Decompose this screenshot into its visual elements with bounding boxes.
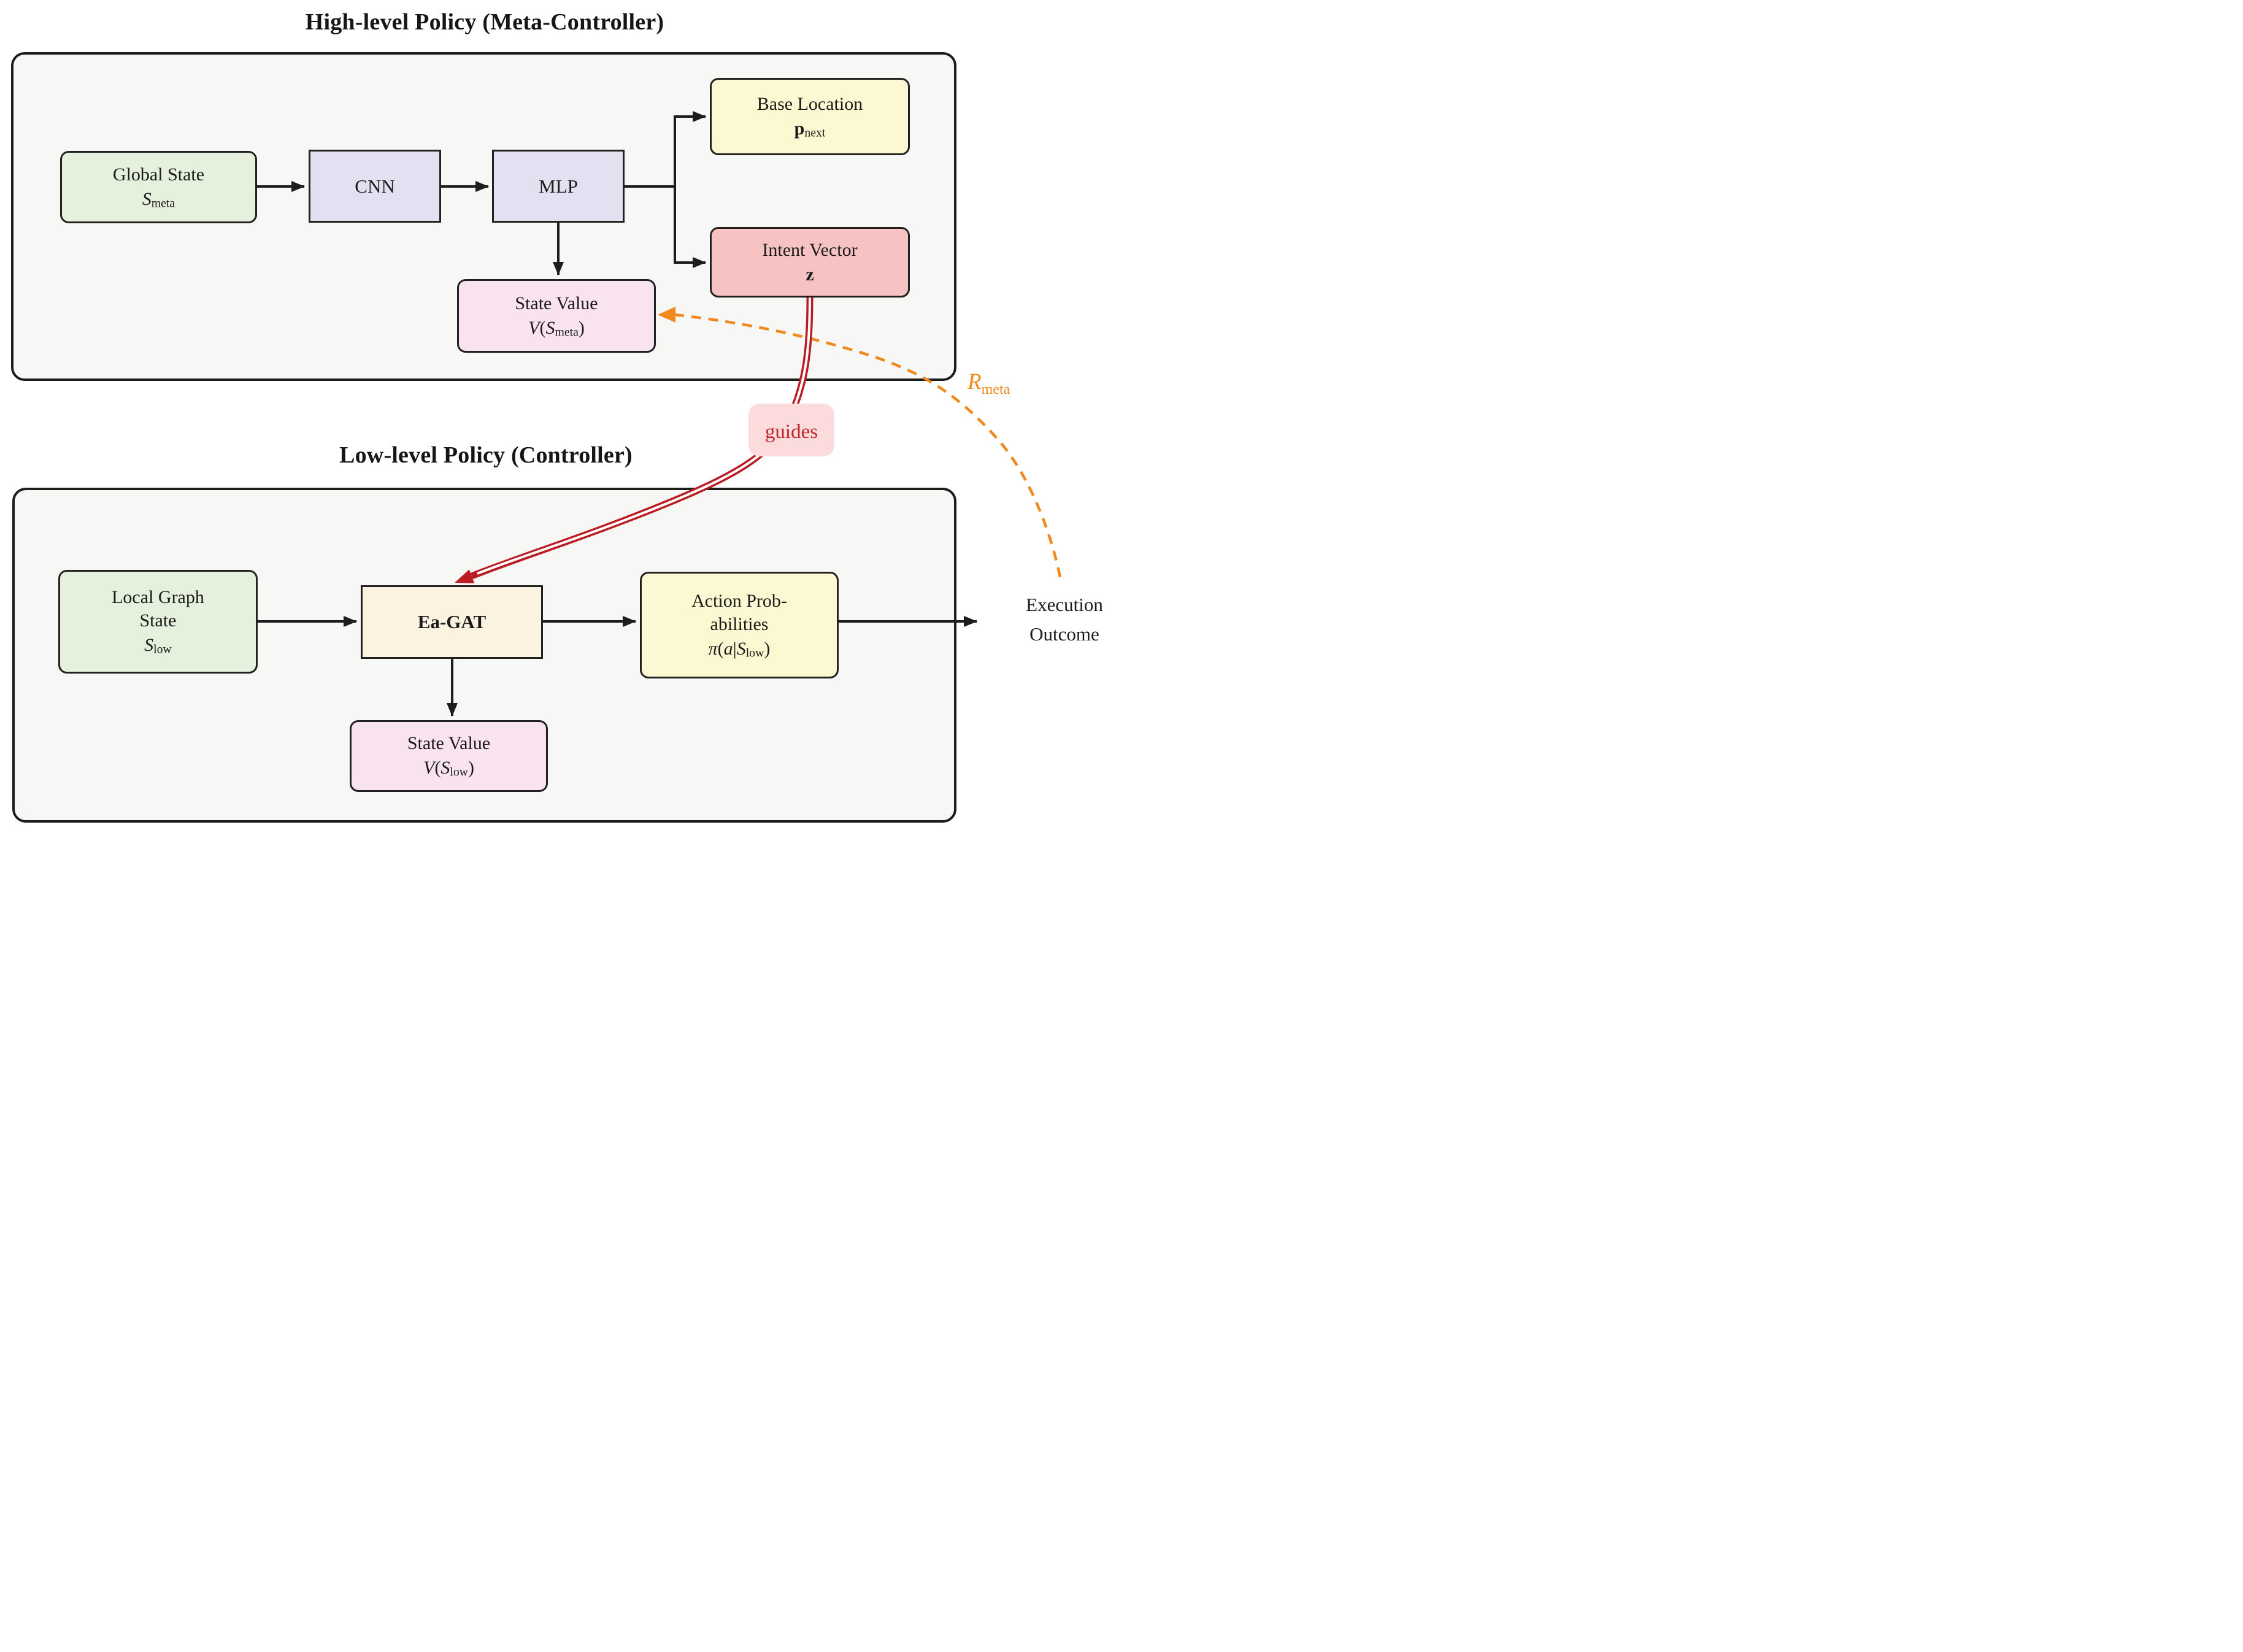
r-meta-label: Rmeta bbox=[967, 369, 1010, 398]
guides-label: guides bbox=[765, 421, 818, 443]
mlp-box: MLP bbox=[492, 150, 625, 223]
action-probabilities-label2: abilities bbox=[710, 613, 769, 634]
execution-outcome-line2: Outcome bbox=[1029, 623, 1099, 645]
state-value-low-formula: V(Slow) bbox=[423, 758, 474, 779]
cnn-box: CNN bbox=[309, 150, 441, 223]
local-graph-state-label2: State bbox=[139, 610, 177, 631]
local-graph-state-symbol: Slow bbox=[144, 635, 172, 656]
mlp-label: MLP bbox=[539, 175, 578, 197]
ea-gat-label: Ea-GAT bbox=[417, 611, 487, 633]
architecture-diagram: High-level Policy (Meta-Controller) Low-… bbox=[0, 0, 1122, 826]
local-graph-state-box: Local Graph State Slow bbox=[58, 570, 258, 674]
action-probabilities-box: Action Prob- abilities π(a|Slow) bbox=[640, 572, 839, 678]
global-state-symbol: Smeta bbox=[142, 188, 175, 210]
base-location-label: Base Location bbox=[756, 93, 863, 114]
execution-outcome-label: Execution Outcome bbox=[1005, 590, 1122, 649]
cnn-label: CNN bbox=[355, 175, 395, 197]
execution-outcome-line1: Execution bbox=[1026, 594, 1103, 615]
action-probabilities-formula: π(a|Slow) bbox=[708, 638, 771, 660]
base-location-box: Base Location pnext bbox=[710, 78, 910, 155]
local-graph-state-label1: Local Graph bbox=[112, 587, 204, 608]
global-state-label: Global State bbox=[112, 164, 205, 185]
state-value-low-label: State Value bbox=[407, 733, 491, 754]
intent-vector-label: Intent Vector bbox=[762, 239, 858, 260]
low-level-title: Low-level Policy (Controller) bbox=[339, 442, 633, 468]
state-value-meta-formula: V(Smeta) bbox=[528, 317, 585, 339]
base-location-symbol: pnext bbox=[794, 118, 826, 140]
high-level-title: High-level Policy (Meta-Controller) bbox=[305, 9, 664, 35]
action-probabilities-label1: Action Prob- bbox=[691, 590, 787, 611]
intent-vector-box: Intent Vector z bbox=[710, 227, 910, 298]
ea-gat-box: Ea-GAT bbox=[361, 585, 543, 659]
state-value-low-box: State Value V(Slow) bbox=[350, 720, 548, 792]
state-value-meta-label: State Value bbox=[515, 293, 598, 313]
intent-vector-symbol: z bbox=[806, 264, 814, 285]
state-value-meta-box: State Value V(Smeta) bbox=[457, 279, 656, 353]
global-state-box: Global State Smeta bbox=[60, 151, 257, 223]
